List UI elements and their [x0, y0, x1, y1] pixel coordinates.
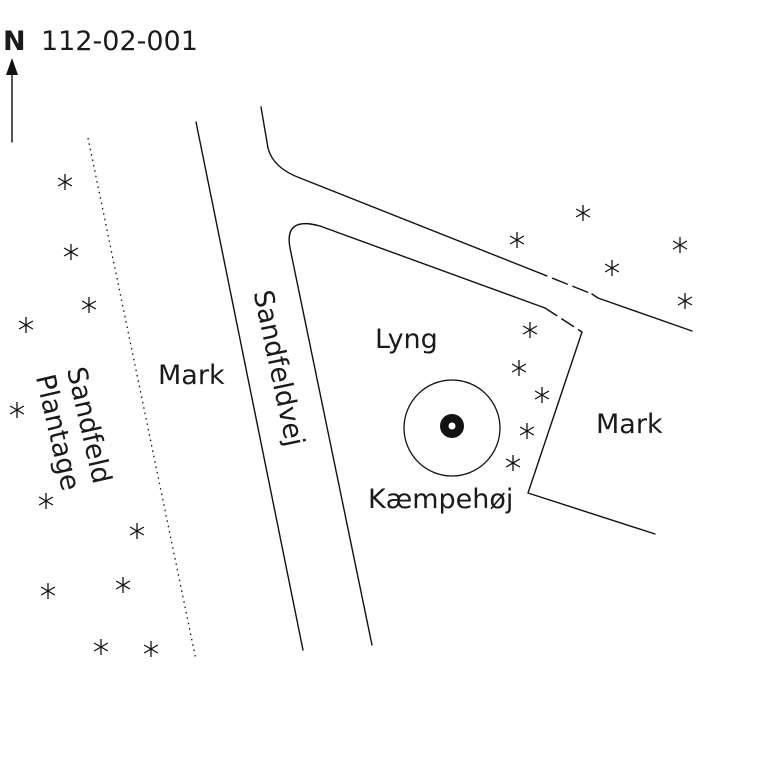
tree-icon	[519, 423, 535, 439]
plantation-boundary	[87, 137, 197, 661]
tree-icon	[505, 455, 521, 471]
heath-label: Lyng	[375, 324, 438, 355]
tree-symbols	[9, 174, 693, 657]
tree-icon	[38, 493, 54, 509]
boundary-dashed-north	[531, 269, 593, 295]
north-arrow-icon	[6, 58, 18, 143]
road-edge-west	[195, 121, 304, 651]
tree-icon	[677, 293, 693, 309]
road-curve-north	[260, 106, 533, 271]
tree-icon	[40, 583, 56, 599]
tree-icon	[18, 317, 34, 333]
road-label: Sandfeldvej	[247, 287, 310, 449]
boundary-east	[527, 331, 656, 535]
tree-icon	[672, 237, 688, 253]
tree-icon	[522, 322, 538, 338]
field-label-east: Mark	[596, 409, 663, 440]
tree-icon	[604, 260, 620, 276]
tree-icon	[9, 402, 25, 418]
monument-label: Kæmpehøj	[368, 484, 513, 515]
tree-icon	[129, 523, 145, 539]
plantation-label: Sandfeld Plantage	[29, 364, 117, 494]
burial-mound-icon	[403, 379, 501, 477]
boundary-dashed-south	[544, 307, 583, 333]
tree-icon	[509, 232, 525, 248]
field-label-west: Mark	[158, 360, 225, 391]
site-id-label: 112-02-001	[41, 26, 198, 57]
tree-icon	[143, 641, 159, 657]
tree-icon	[115, 577, 131, 593]
tree-icon	[93, 639, 109, 655]
tree-icon	[63, 244, 79, 260]
tree-icon	[57, 174, 73, 190]
boundary-north-east	[591, 293, 693, 332]
tree-icon	[511, 360, 527, 376]
north-label: N	[3, 26, 26, 57]
tree-icon	[534, 387, 550, 403]
tree-icon	[81, 297, 97, 313]
road-edge-east	[288, 222, 546, 646]
tree-icon	[575, 205, 591, 221]
